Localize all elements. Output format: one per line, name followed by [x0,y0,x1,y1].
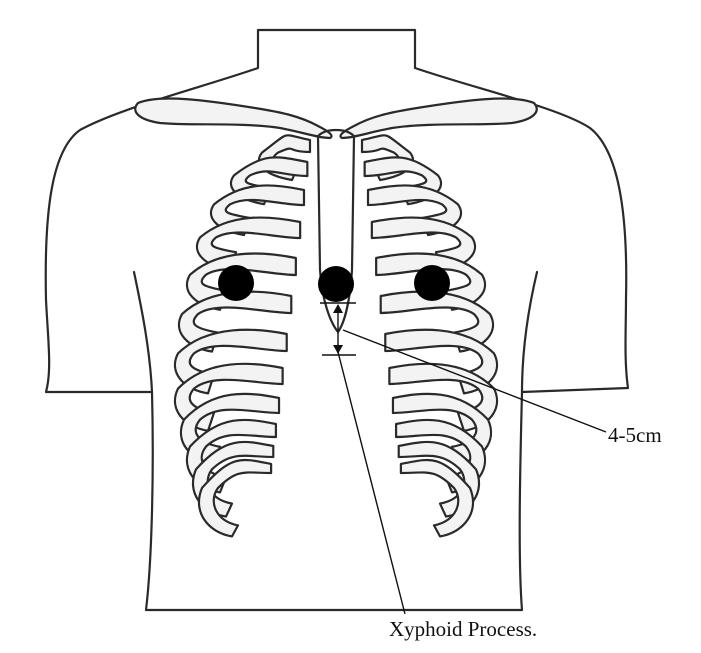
xyphoid-process-label: Xyphoid Process. [389,617,537,642]
left-arm-line [522,272,537,392]
electrode-left [414,265,450,301]
distance-label: 4-5cm [608,423,662,448]
right-rib-cage [175,135,310,536]
xyphoid-leader-line [338,352,405,614]
electrode-right [218,265,254,301]
right-arm-line [134,272,152,392]
right-clavicle [135,99,331,138]
left-clavicle [341,99,537,138]
torso-outline [46,30,628,610]
left-rib-cage [362,135,497,536]
measurement-marker [320,303,356,355]
electrode-center [318,266,354,302]
